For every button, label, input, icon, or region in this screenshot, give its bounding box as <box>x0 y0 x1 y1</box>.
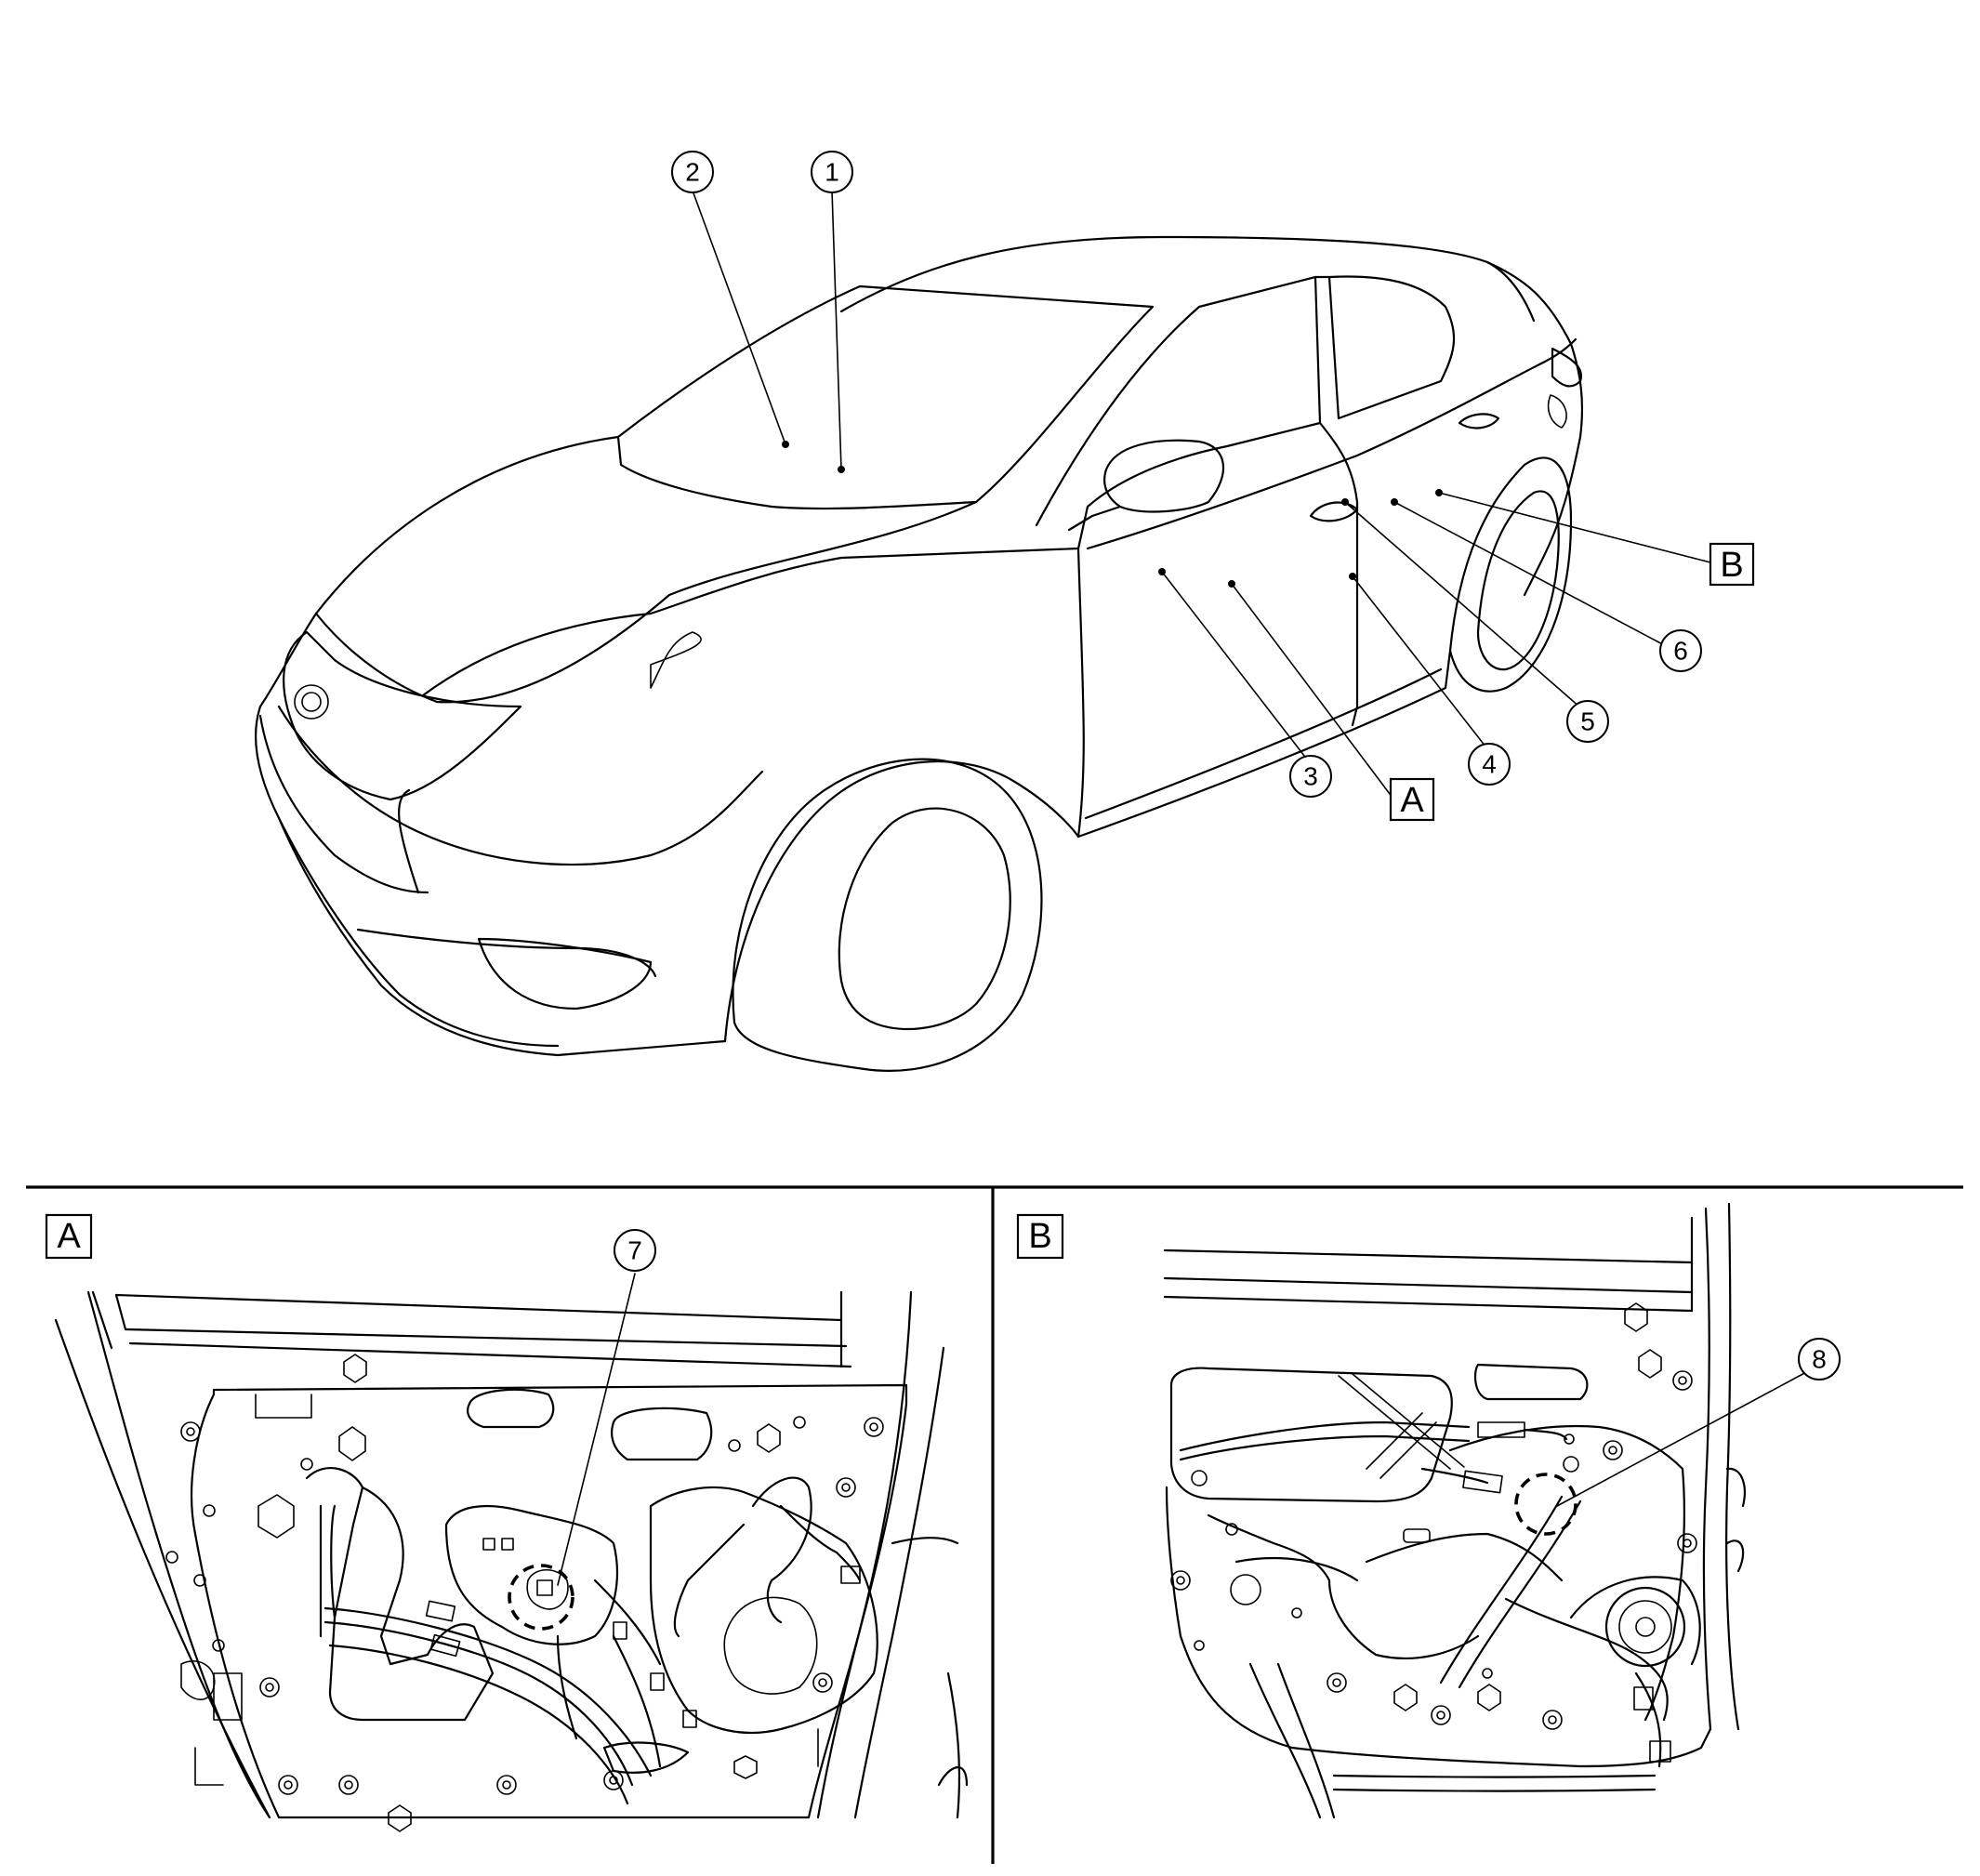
detail-b-title: B <box>1016 1213 1064 1260</box>
callout-6: 6 <box>1659 629 1702 672</box>
svg-text:3: 3 <box>1303 762 1318 791</box>
svg-text:4: 4 <box>1482 750 1497 779</box>
svg-text:A: A <box>1400 781 1424 820</box>
svg-text:1: 1 <box>825 158 839 187</box>
svg-text:8: 8 <box>1812 1345 1827 1374</box>
svg-text:7: 7 <box>627 1236 642 1265</box>
svg-text:5: 5 <box>1580 707 1595 736</box>
svg-text:B: B <box>1028 1217 1051 1256</box>
callout-5: 5 <box>1566 700 1609 743</box>
svg-text:A: A <box>57 1217 81 1256</box>
callout-2: 2 <box>671 151 714 193</box>
view-ref-a: A <box>1389 777 1435 822</box>
callout-3: 3 <box>1289 755 1332 798</box>
view-ref-b: B <box>1709 542 1755 587</box>
detail-a-title: A <box>45 1213 93 1260</box>
svg-text:B: B <box>1720 546 1743 585</box>
callout-4: 4 <box>1468 743 1511 786</box>
detail-a-door-panel <box>54 1290 969 1832</box>
callout-1: 1 <box>811 151 853 193</box>
top-leaders <box>692 190 1711 799</box>
vehicle-illustration <box>255 235 1584 1072</box>
detail-b-leader <box>1514 1370 1809 1536</box>
detail-a-leader <box>508 1273 636 1631</box>
callout-7: 7 <box>614 1229 656 1272</box>
callout-8: 8 <box>1798 1338 1841 1381</box>
detail-b-door-panel <box>1163 1202 1746 1819</box>
svg-text:6: 6 <box>1673 637 1688 666</box>
svg-text:2: 2 <box>685 158 700 187</box>
location-highlight-a <box>508 1564 574 1631</box>
location-highlight-b <box>1514 1473 1577 1536</box>
